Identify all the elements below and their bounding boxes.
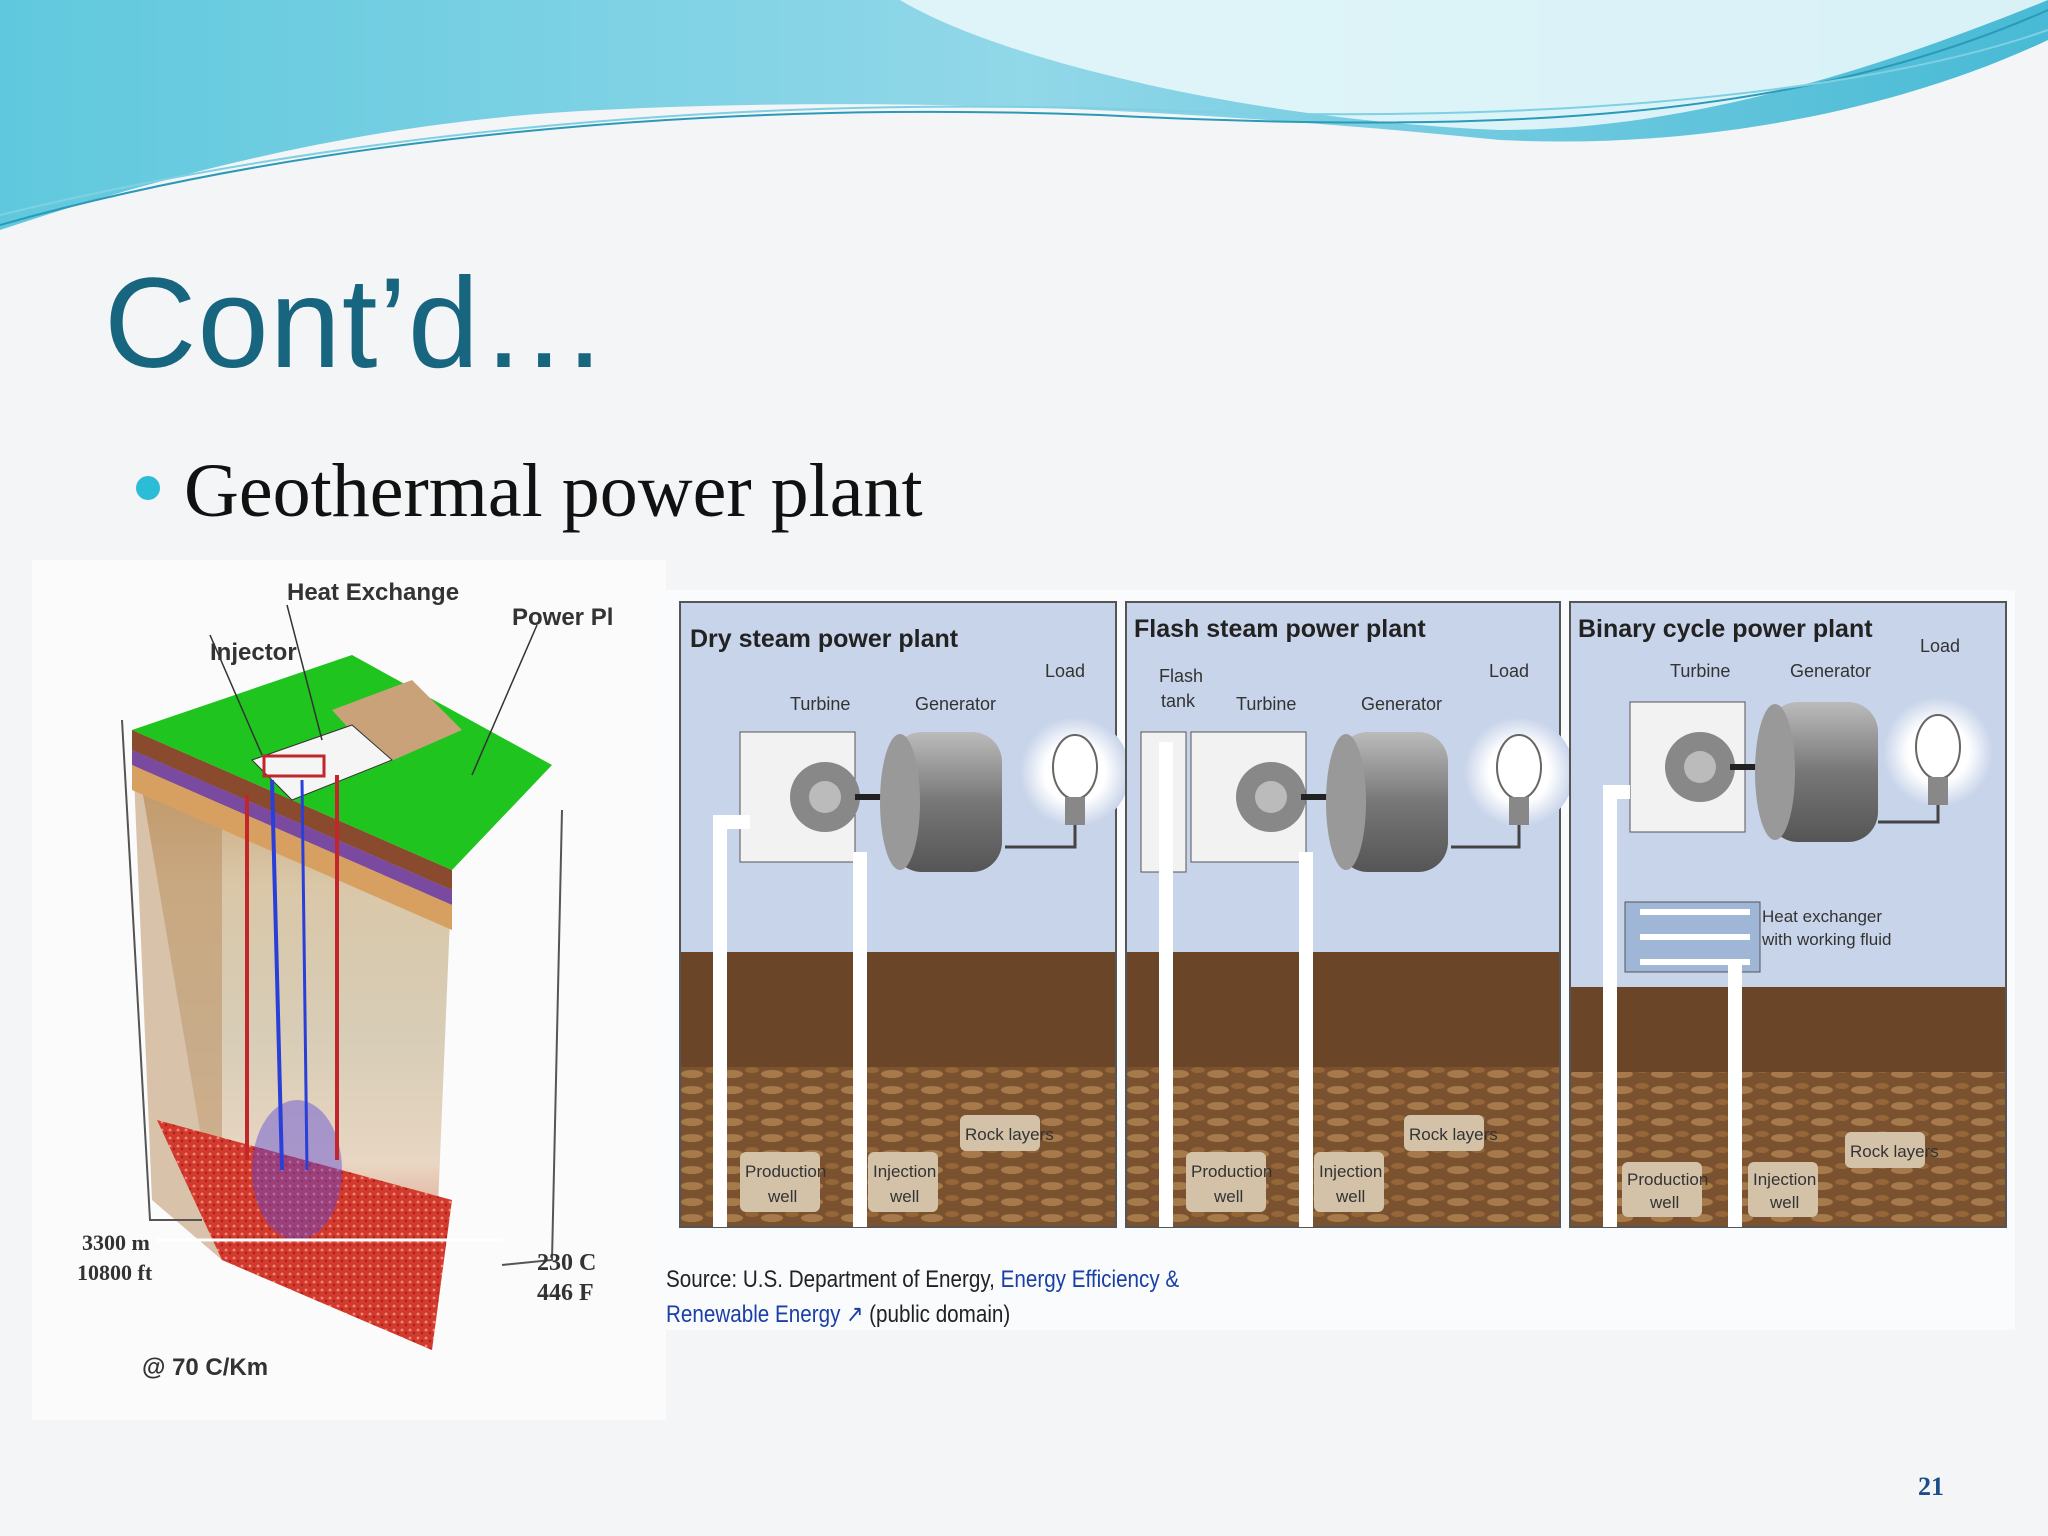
panel-dry-steam: Dry steam power plant Turbine Generator … xyxy=(679,601,1130,1228)
panel-2-generator: Generator xyxy=(1361,694,1442,714)
panel-2-title: Flash steam power plant xyxy=(1134,615,1426,643)
label-power-plant: Power Pl xyxy=(512,604,613,631)
source-link-eere[interactable]: Energy Efficiency & xyxy=(1000,1266,1180,1293)
panel-2-injection-1: Injection xyxy=(1319,1162,1382,1181)
panel-3-title: Binary cycle power plant xyxy=(1578,615,1873,643)
bullet-icon xyxy=(136,476,160,500)
panel-2-flash-2: tank xyxy=(1161,691,1196,711)
label-depth-m: 3300 m xyxy=(82,1230,150,1255)
panel-3-production-1: Production xyxy=(1627,1170,1708,1189)
power-plant-types-figure: Dry steam power plant Turbine Generator … xyxy=(660,590,2015,1330)
panel-3-generator: Generator xyxy=(1790,661,1871,681)
geothermal-cutaway-figure: Heat Exchange Power Pl Injector 3300 m 1… xyxy=(32,560,666,1420)
source-prefix: Source: U.S. Department of Energy, xyxy=(666,1266,1001,1293)
panel-1-rock: Rock layers xyxy=(965,1125,1054,1144)
panel-3-rock: Rock layers xyxy=(1850,1142,1939,1161)
panel-3-hx-1: Heat exchanger xyxy=(1762,907,1882,926)
label-injector: Injector xyxy=(210,639,297,666)
source-caption-line-2: Renewable Energy ↗ (public domain) xyxy=(666,1300,1010,1329)
panel-binary-cycle: Binary cycle power plant Turbine Generat… xyxy=(1569,601,2007,1228)
panel-1-title: Dry steam power plant xyxy=(690,625,959,653)
label-depth-ft: 10800 ft xyxy=(77,1260,153,1285)
panel-1-injection-1: Injection xyxy=(873,1162,936,1181)
source-caption-line-1: Source: U.S. Department of Energy, Energ… xyxy=(666,1266,1179,1294)
panel-3-hx-2: with working fluid xyxy=(1761,930,1891,949)
panel-2-turbine: Turbine xyxy=(1236,694,1296,714)
panel-2-rock: Rock layers xyxy=(1409,1125,1498,1144)
panel-3-production-2: well xyxy=(1649,1193,1679,1212)
panel-flash-steam: Flash steam power plant Flash tank Turbi… xyxy=(1125,601,1574,1228)
panel-1-turbine: Turbine xyxy=(790,694,850,714)
source-link-renewable[interactable]: Renewable Energy xyxy=(666,1301,841,1328)
panel-1-generator: Generator xyxy=(915,694,996,714)
panel-2-load: Load xyxy=(1489,661,1529,681)
panel-2-production-1: Production xyxy=(1191,1162,1272,1181)
power-plant-diagrams: Dry steam power plant Turbine Generator … xyxy=(679,601,2007,1228)
panel-3-load: Load xyxy=(1920,636,1960,656)
panel-2-production-2: well xyxy=(1213,1187,1243,1206)
page-number: 21 xyxy=(1918,1472,1944,1501)
source-suffix: (public domain) xyxy=(863,1301,1011,1328)
slide-title: Cont’d… xyxy=(104,252,609,395)
label-heat-exchange: Heat Exchange xyxy=(287,579,459,606)
label-gradient: @ 70 C/Km xyxy=(142,1354,268,1381)
panel-3-injection-2: well xyxy=(1769,1193,1799,1212)
panel-1-production-2: well xyxy=(767,1187,797,1206)
external-link-icon: ↗ xyxy=(840,1301,864,1328)
wave-header xyxy=(0,0,2048,230)
cutaway-illustration: Heat Exchange Power Pl Injector 3300 m 1… xyxy=(77,579,613,1381)
panel-3-turbine: Turbine xyxy=(1670,661,1730,681)
panel-2-injection-2: well xyxy=(1335,1187,1365,1206)
panel-1-load: Load xyxy=(1045,661,1085,681)
label-temp-c: 230 C xyxy=(537,1250,596,1276)
panel-3-injection-1: Injection xyxy=(1753,1170,1816,1189)
bullet-text: Geothermal power plant xyxy=(184,449,923,533)
label-temp-f: 446 F xyxy=(537,1280,594,1306)
panel-1-injection-2: well xyxy=(889,1187,919,1206)
panel-1-production-1: Production xyxy=(745,1162,826,1181)
panel-2-flash-1: Flash xyxy=(1159,666,1203,686)
